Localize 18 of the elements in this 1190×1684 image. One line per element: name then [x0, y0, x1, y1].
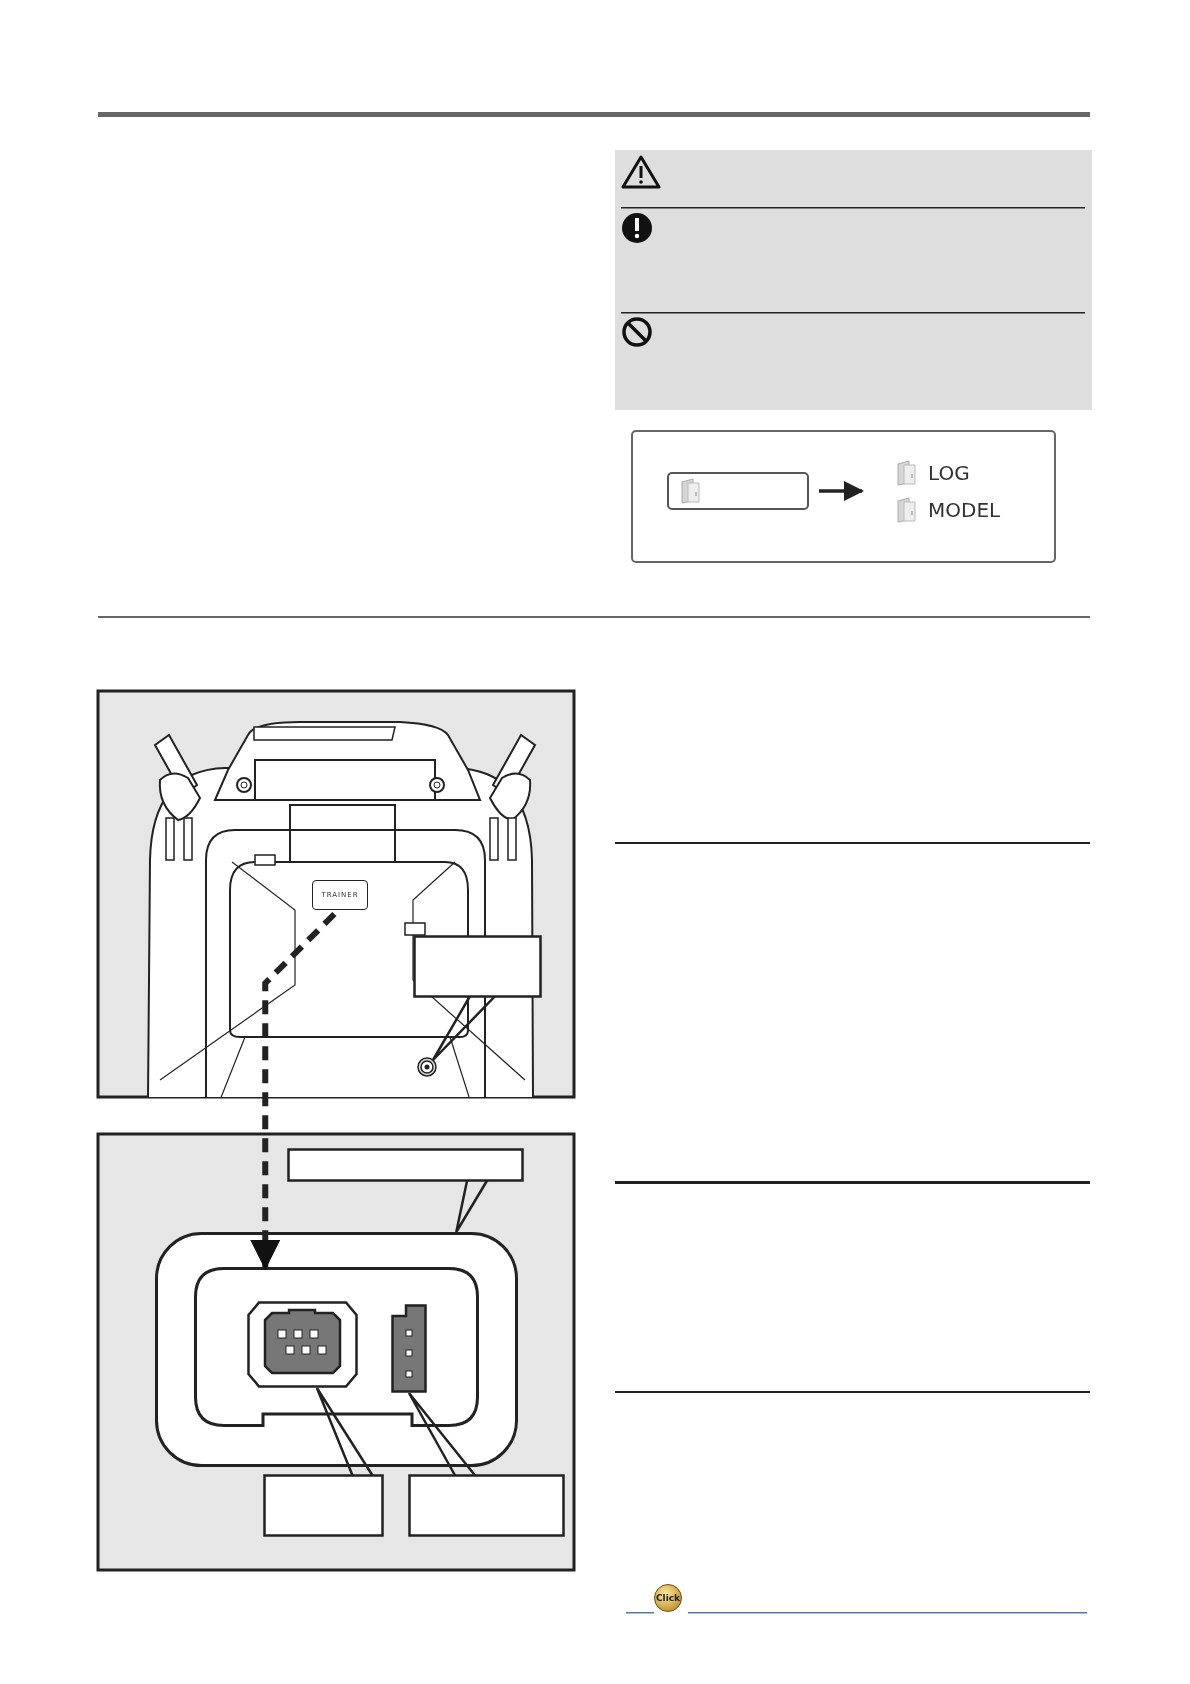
six-pin-connector — [247, 1301, 358, 1388]
callout-tail — [455, 1179, 489, 1234]
callout-box — [263, 1474, 384, 1537]
callout-tail — [407, 1391, 477, 1477]
callout-tail — [431, 995, 496, 1062]
connector-housing — [155, 1232, 518, 1467]
callout-tail — [315, 1386, 374, 1477]
callout-box — [413, 935, 542, 998]
folder-name: LOG — [928, 461, 970, 485]
folder-name: MODEL — [928, 498, 1001, 522]
jack-socket — [417, 1057, 437, 1077]
callout-box — [408, 1474, 565, 1537]
dashed-arrow — [250, 911, 337, 1270]
click-button: Click — [654, 1584, 682, 1612]
arrow — [819, 481, 864, 501]
three-pin-connector — [391, 1304, 427, 1393]
connector-panel — [194, 1267, 479, 1427]
folder-box — [667, 472, 809, 510]
